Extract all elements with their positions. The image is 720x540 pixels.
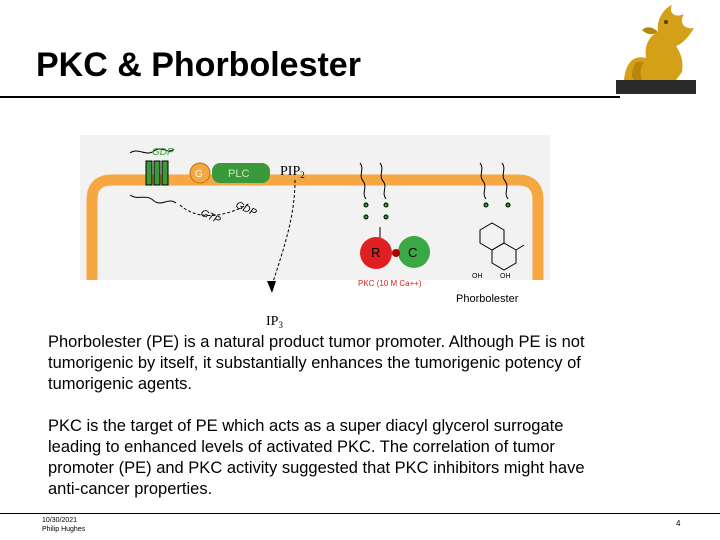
oh-label-2: OH <box>500 273 511 280</box>
pip2-label: PIP2 <box>280 164 305 180</box>
footer-divider <box>0 513 720 514</box>
footer-date: 10/30/2021 <box>42 517 78 524</box>
pkc-r-domain <box>360 237 392 269</box>
pkc-c-domain <box>398 236 430 268</box>
plc-enzyme <box>212 163 270 183</box>
lipid-tails-1 <box>359 162 389 220</box>
griffin-logo <box>616 5 696 94</box>
g-protein-icon <box>189 162 211 184</box>
ip3-label: IP3 <box>266 314 283 330</box>
ip3-arrow <box>271 179 296 286</box>
receptor-icon <box>129 148 177 204</box>
paragraph-1: Phorbolester (PE) is a natural product t… <box>48 333 585 393</box>
pkc-activation-diagram: GDP G PLC PIP2 GTP GDP IP3 OH OH R C PKC… <box>80 135 550 330</box>
gdp-top-label: GDP <box>152 147 174 158</box>
slide-title: PKC & Phorbolester <box>36 46 361 84</box>
plc-label: PLC <box>228 168 249 180</box>
phorbolester-structure <box>479 222 525 271</box>
pkc-ca-label: PKC (10 M Ca++) <box>358 279 422 288</box>
lipid-tails-2 <box>479 162 511 208</box>
g-protein-label: G <box>195 169 203 180</box>
title-underline <box>0 96 620 98</box>
page-number: 4 <box>676 519 681 528</box>
phorbolester-caption: Phorbolester <box>456 293 519 305</box>
cell-membrane <box>86 174 544 280</box>
oh-label-1: OH <box>472 273 483 280</box>
paragraph-2: PKC is the target of PE which acts as a … <box>48 417 585 498</box>
c-label: C <box>408 245 417 260</box>
r-label: R <box>371 245 380 260</box>
footer-info: 10/30/2021 Philip Hughes <box>42 516 85 534</box>
footer-author: Philip Hughes <box>42 526 86 533</box>
